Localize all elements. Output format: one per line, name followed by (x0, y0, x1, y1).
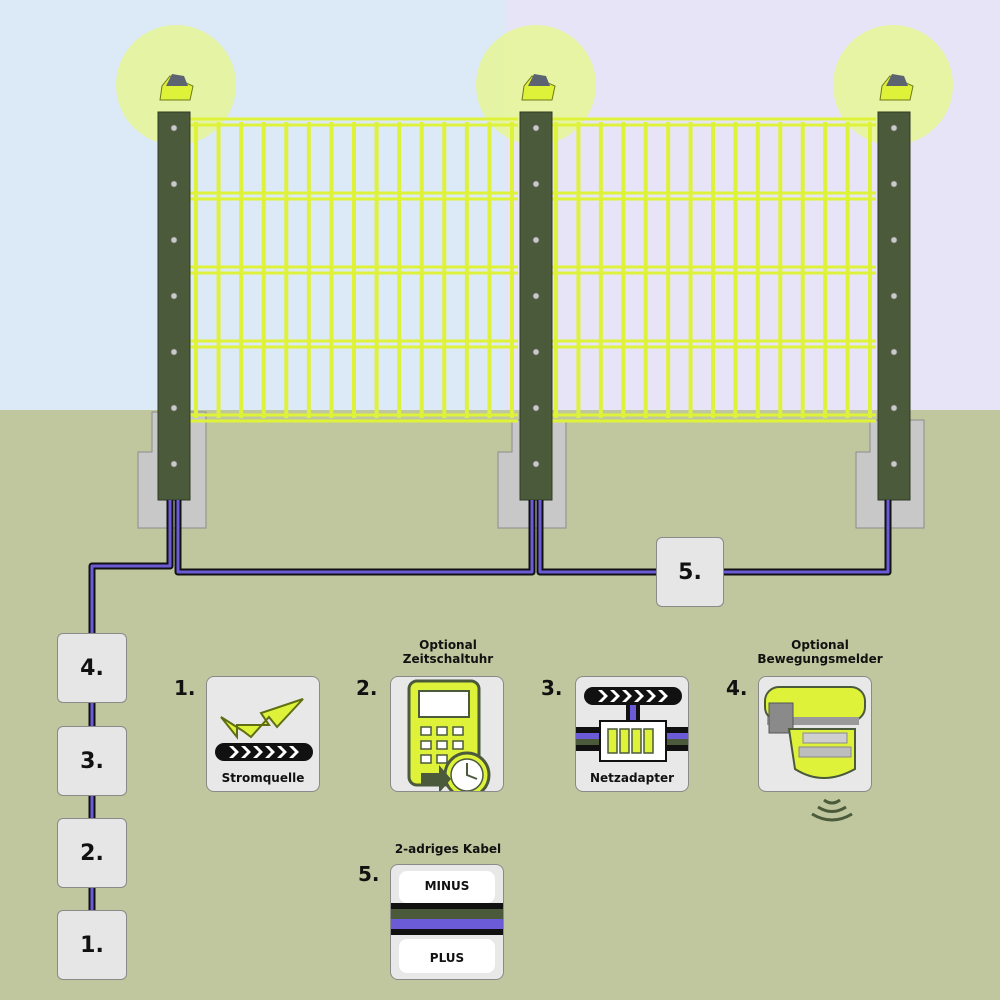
timer-caption: Optional Zeitschaltuhr (402, 638, 494, 666)
post-screw (170, 348, 178, 356)
post-screw (170, 124, 178, 132)
post-screws (170, 124, 898, 468)
cable-card: MINUS PLUS (390, 864, 504, 980)
adapter-icon (576, 687, 688, 762)
post-screw (890, 292, 898, 300)
item-2-number: 2. (356, 676, 378, 700)
post-left (157, 111, 191, 501)
cable-caption: 2-adriges Kabel (394, 842, 502, 856)
junction-box-label: 5. (678, 559, 702, 585)
cables (88, 500, 892, 910)
chain-box-4: 4. (57, 633, 127, 703)
motion-sensor-caption: Optional Bewegungsmelder (757, 638, 883, 666)
post-screw (532, 180, 540, 188)
motion-sensor-icon (764, 686, 866, 779)
post-screw (532, 124, 540, 132)
chain-box-2: 2. (57, 818, 127, 888)
timer-card (390, 676, 504, 792)
junction-box-5: 5. (656, 537, 724, 607)
post-screw (170, 404, 178, 412)
post-right (877, 111, 911, 501)
adapter-card: Netzadapter (575, 676, 689, 792)
cable-plus-label: PLUS (429, 951, 465, 965)
post-screw (890, 124, 898, 132)
item-1-number: 1. (174, 676, 196, 700)
lightning-icon (215, 698, 313, 761)
post-screw (532, 348, 540, 356)
timer-icon (407, 679, 491, 791)
signal-waves-icon (811, 798, 853, 822)
adapter-label: Netzadapter (589, 771, 675, 785)
fence-panel-left (190, 117, 518, 423)
post-screw (532, 292, 540, 300)
chain-box-1: 1. (57, 910, 127, 980)
power-source-label: Stromquelle (221, 771, 305, 785)
post-screw (890, 348, 898, 356)
post-screw (890, 404, 898, 412)
chain-box-3: 3. (57, 726, 127, 796)
power-source-card: Stromquelle (206, 676, 320, 792)
post-screw (170, 180, 178, 188)
fence-panel-right (550, 117, 876, 423)
post-screw (890, 180, 898, 188)
post-screw (890, 236, 898, 244)
item-4-number: 4. (726, 676, 748, 700)
post-screw (170, 460, 178, 468)
post-screw (170, 236, 178, 244)
post-screw (532, 236, 540, 244)
post-screw (532, 404, 540, 412)
solar-caps (159, 74, 914, 101)
post-middle (519, 111, 553, 501)
posts (157, 111, 911, 501)
post-screw (890, 460, 898, 468)
item-5-number: 5. (358, 862, 380, 886)
post-screw (532, 460, 540, 468)
post-screw (170, 292, 178, 300)
motion-sensor-card (758, 676, 872, 792)
cable-minus-label: MINUS (424, 879, 470, 893)
item-3-number: 3. (541, 676, 563, 700)
